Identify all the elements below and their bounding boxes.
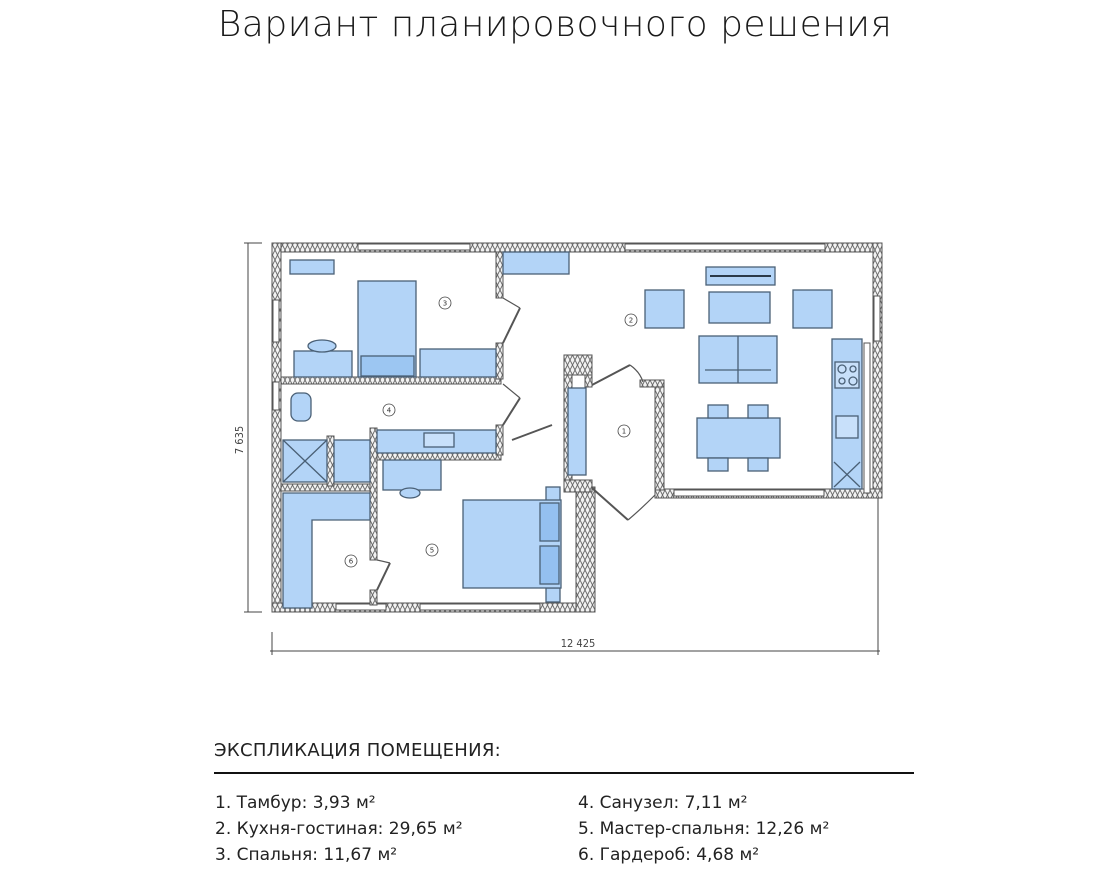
explication-column-right: 4. Санузел: 7,11 м² 5. Мастер-спальня: 1…: [578, 790, 829, 868]
interior-walls: [280, 251, 665, 606]
dining-chair-4: [747, 457, 769, 472]
l-shaped-wardrobe: [282, 492, 371, 609]
room-marker-3: 3: [443, 300, 447, 308]
dining-chair-1: [707, 404, 729, 419]
explication-column-left: 1. Тамбур: 3,93 м² 2. Кухня-гостиная: 29…: [215, 790, 463, 868]
dining-chair-3: [707, 457, 729, 472]
height-dimension-label: 7 635: [233, 426, 246, 454]
bed-blanket: [360, 355, 415, 377]
nightstand-bottom: [545, 587, 561, 603]
room-marker-1: 1: [622, 428, 626, 436]
room-marker-4: 4: [387, 407, 392, 415]
room-marker-2: 2: [629, 317, 633, 325]
stool: [399, 487, 421, 499]
explication-heading: ЭКСПЛИКАЦИЯ ПОМЕЩЕНИЯ:: [214, 740, 502, 761]
dresser: [382, 459, 442, 491]
chair: [307, 339, 337, 353]
doors: [376, 297, 656, 591]
toilet: [290, 392, 312, 422]
room-entry-1: 1. Тамбур: 3,93 м²: [215, 793, 376, 813]
explication-divider: [214, 772, 914, 774]
room-marker-6: 6: [349, 558, 354, 566]
armchair-right: [792, 289, 833, 329]
wardrobe-3: [419, 348, 497, 378]
desk: [293, 350, 353, 378]
windows: [272, 243, 881, 611]
floor-plan: 7 635 12 425: [233, 242, 883, 655]
shelf-1: [289, 259, 335, 275]
page-title: Вариант планировочного решения: [217, 4, 893, 45]
furniture: [282, 251, 863, 609]
entry-closet: [567, 387, 587, 476]
width-dimension-label: 12 425: [561, 637, 596, 650]
room-entry-3: 3. Спальня: 11,67 м²: [215, 845, 398, 865]
coffee-table: [708, 291, 771, 324]
armchair-left: [644, 289, 685, 329]
dining-table: [696, 417, 781, 459]
kitchen-sink: [835, 415, 859, 439]
sink: [423, 432, 455, 448]
room-entry-4: 4. Санузел: 7,11 м²: [578, 793, 748, 813]
cabinet-top: [502, 251, 570, 275]
pillow-1: [539, 502, 560, 542]
dimension-height: 7 635: [233, 242, 262, 613]
washer: [333, 439, 371, 483]
nightstand-top: [545, 486, 561, 502]
room-entry-2: 2. Кухня-гостиная: 29,65 м²: [215, 819, 463, 839]
dimension-width: 12 425: [270, 498, 880, 655]
room-marker-5: 5: [430, 547, 434, 555]
dining-chair-2: [747, 404, 769, 419]
pillow-2: [539, 545, 560, 585]
room-entry-6: 6. Гардероб: 4,68 м²: [578, 845, 760, 865]
room-entry-5: 5. Мастер-спальня: 12,26 м²: [578, 819, 830, 839]
room-markers: [344, 296, 638, 568]
